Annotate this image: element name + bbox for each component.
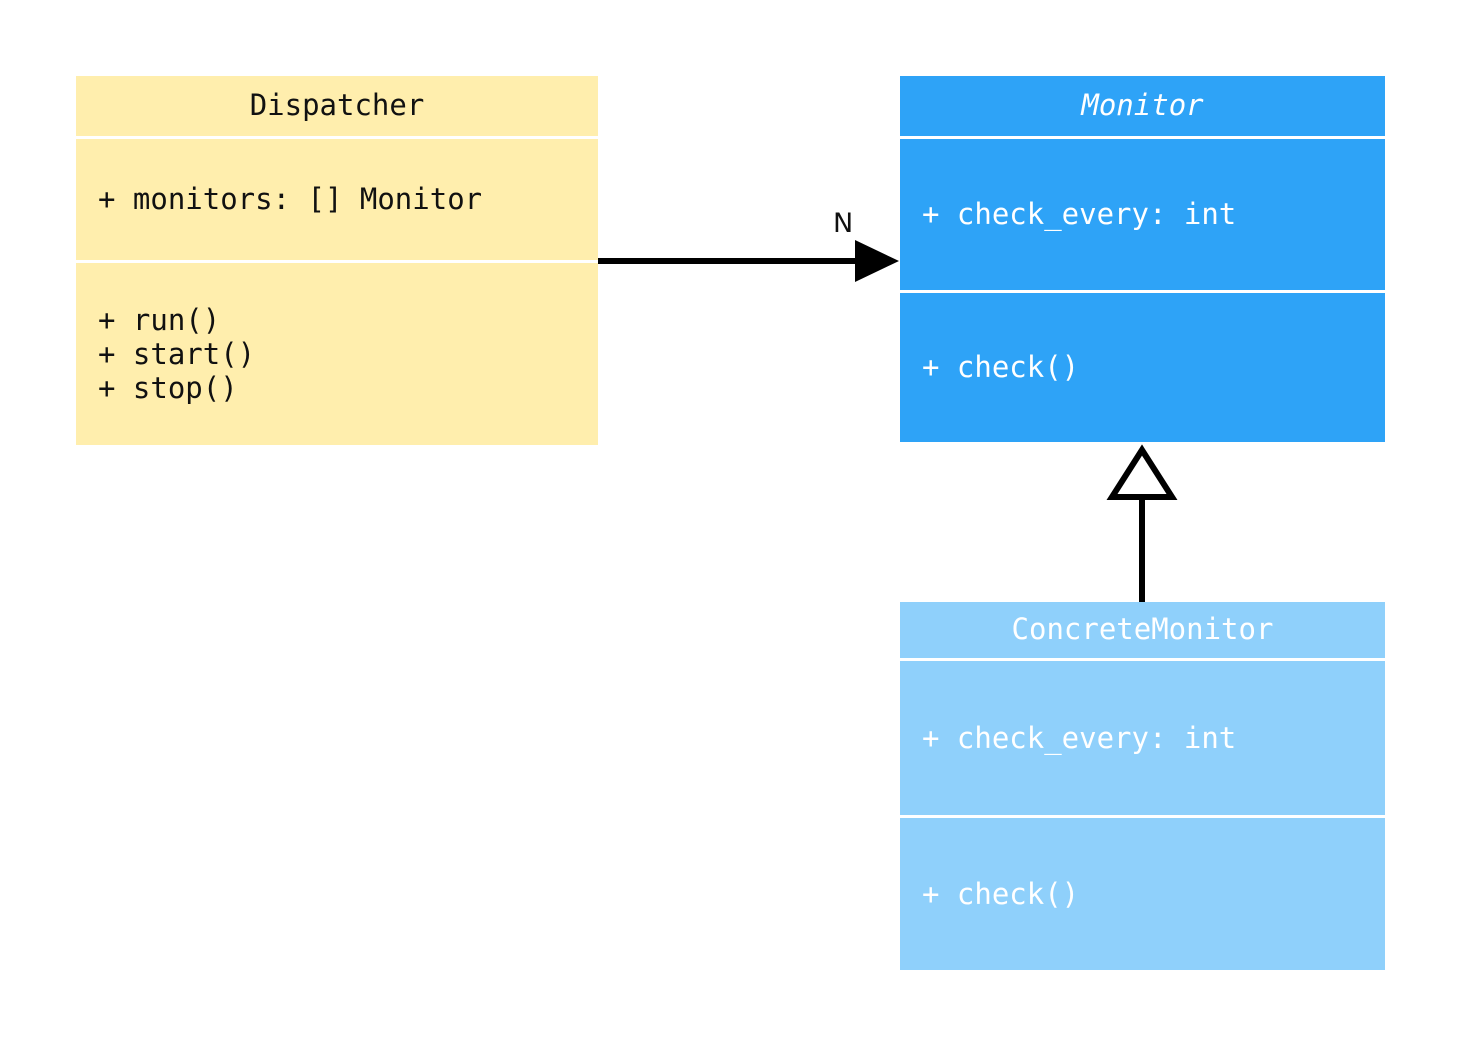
class-title-compartment-dispatcher: Dispatcher [76, 76, 598, 136]
class-name-dispatcher: Dispatcher [249, 88, 425, 123]
attribute-row: + check_every: int [922, 197, 1237, 232]
class-title-compartment-concrete-monitor: ConcreteMonitor [900, 602, 1385, 658]
method-row: + check() [922, 350, 1080, 385]
generalization-concrete-to-monitor [1106, 444, 1178, 602]
method-row: + check() [922, 876, 1080, 911]
method-row: + run() [98, 302, 221, 337]
class-box-monitor[interactable]: Monitor + check_every: int + check() [900, 76, 1385, 442]
method-row: + start() [98, 336, 256, 371]
class-methods-compartment-concrete-monitor: + check() [900, 818, 1385, 970]
class-name-concrete-monitor: ConcreteMonitor [1011, 612, 1274, 647]
class-attributes-compartment-concrete-monitor: + check_every: int [900, 661, 1385, 815]
class-box-dispatcher[interactable]: Dispatcher + monitors: [] Monitor + run(… [76, 76, 598, 445]
attribute-row: + check_every: int [922, 720, 1237, 755]
class-name-monitor: Monitor [1081, 88, 1204, 123]
class-attributes-compartment-monitor: + check_every: int [900, 139, 1385, 290]
class-methods-compartment-monitor: + check() [900, 293, 1385, 442]
class-attributes-compartment-dispatcher: + monitors: [] Monitor [76, 139, 598, 260]
association-arrowhead-icon [855, 240, 899, 282]
class-methods-compartment-dispatcher: + run() + start() + stop() [76, 263, 598, 445]
class-box-concrete-monitor[interactable]: ConcreteMonitor + check_every: int + che… [900, 602, 1385, 970]
generalization-hollow-triangle-icon [1106, 444, 1178, 500]
attribute-row: + monitors: [] Monitor [98, 182, 483, 217]
association-multiplicity-label: N [833, 208, 854, 239]
association-dispatcher-to-monitor [598, 240, 899, 282]
class-title-compartment-monitor: Monitor [900, 76, 1385, 136]
method-row: + stop() [98, 371, 238, 406]
